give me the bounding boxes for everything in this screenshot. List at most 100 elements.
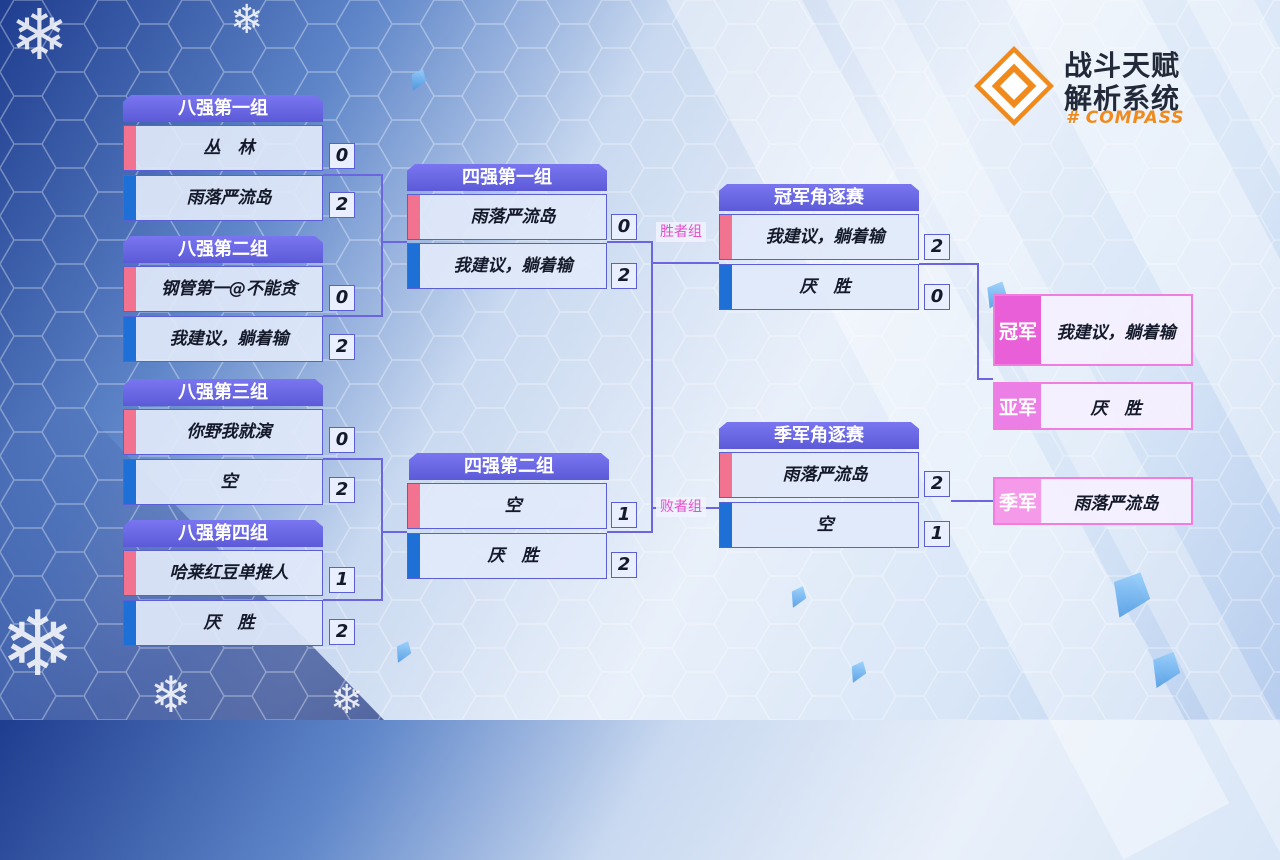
team-color-bar <box>124 410 136 454</box>
bracket-line <box>323 174 383 176</box>
team-color-bar <box>720 265 732 309</box>
final-team-1-score: 2 <box>924 234 950 260</box>
team-color-bar <box>720 215 732 259</box>
bracket-line <box>323 315 383 317</box>
qf1-team-1[interactable]: 丛 林 <box>123 125 323 171</box>
bracket-line <box>381 174 383 317</box>
team-name: 丛 林 <box>203 138 255 158</box>
snowflake-icon: ❄ <box>10 0 69 76</box>
logo-title-line2: 解析系统 <box>1064 82 1181 115</box>
team-color-bar <box>720 453 732 497</box>
logo-mark-icon <box>974 46 1054 126</box>
team-color-bar <box>720 503 732 547</box>
qf2-team-1-score: 0 <box>329 285 355 311</box>
team-color-bar <box>408 484 420 528</box>
qf4-team-2[interactable]: 厌 胜 <box>123 600 323 646</box>
third-header: 季军角逐赛 <box>719 422 919 449</box>
team-color-bar <box>124 601 136 645</box>
logo-title-line1: 战斗天赋 <box>1064 49 1181 82</box>
qf3-team-1[interactable]: 你野我就演 <box>123 409 323 455</box>
qf1-header: 八强第一组 <box>123 95 323 122</box>
team-color-bar <box>408 534 420 578</box>
team-name: 空 <box>816 515 834 535</box>
third-team-2-score: 1 <box>924 521 950 547</box>
qf2-team-2[interactable]: 我建议，躺着输 <box>123 316 323 362</box>
qf4-team-1-score: 1 <box>329 567 355 593</box>
sf1-header: 四强第一组 <box>407 164 607 191</box>
qf3-team-2-score: 2 <box>329 477 355 503</box>
team-name: 钢管第一@不能贪 <box>161 279 297 299</box>
bracket-line <box>381 458 383 601</box>
bracket-line <box>919 263 979 265</box>
team-name: 我建议，躺着输 <box>765 227 885 247</box>
team-color-bar <box>408 244 420 288</box>
champion-tag: 冠军 <box>995 296 1041 364</box>
third-place-name: 雨落严流岛 <box>1073 493 1159 514</box>
bracket-line <box>381 531 407 533</box>
team-color-bar <box>408 195 420 239</box>
losers-bracket-label: 败者组 <box>656 497 706 517</box>
third-team-1[interactable]: 雨落严流岛 <box>719 452 919 498</box>
team-name: 雨落严流岛 <box>470 207 556 227</box>
sf1-team-1-score: 0 <box>611 214 637 240</box>
final-team-1[interactable]: 我建议，躺着输 <box>719 214 919 260</box>
runner-up-card[interactable]: 亚军 厌 胜 <box>993 382 1193 430</box>
third-place-card[interactable]: 季军 雨落严流岛 <box>993 477 1193 525</box>
team-name: 我建议，躺着输 <box>169 329 289 349</box>
team-color-bar <box>124 267 136 311</box>
snowflake-icon: ❄ <box>0 592 76 697</box>
champion-name: 我建议，躺着输 <box>1056 322 1176 343</box>
bracket-line <box>607 241 653 243</box>
qf3-team-1-score: 0 <box>329 427 355 453</box>
bracket-line <box>381 241 407 243</box>
qf3-team-2[interactable]: 空 <box>123 459 323 505</box>
winners-bracket-label: 胜者组 <box>656 222 706 242</box>
qf4-header: 八强第四组 <box>123 520 323 547</box>
sf2-team-2[interactable]: 厌 胜 <box>407 533 607 579</box>
snowflake-icon: ❄ <box>150 666 192 724</box>
bracket-line <box>323 458 383 460</box>
final-team-2-score: 0 <box>924 284 950 310</box>
team-name: 雨落严流岛 <box>782 465 868 485</box>
bracket-line <box>651 241 653 533</box>
sf2-team-1-score: 1 <box>611 502 637 528</box>
runner-up-tag: 亚军 <box>995 384 1041 428</box>
third-place-tag: 季军 <box>995 479 1041 523</box>
team-name: 厌 胜 <box>203 613 255 633</box>
team-name: 我建议，躺着输 <box>453 256 573 276</box>
bracket-line <box>951 500 993 502</box>
team-name: 空 <box>504 496 522 516</box>
third-team-2[interactable]: 空 <box>719 502 919 548</box>
sf1-team-2-score: 2 <box>611 263 637 289</box>
team-name: 你野我就演 <box>186 422 272 442</box>
sf1-team-1[interactable]: 雨落严流岛 <box>407 194 607 240</box>
qf2-team-1[interactable]: 钢管第一@不能贪 <box>123 266 323 312</box>
sf1-team-2[interactable]: 我建议，躺着输 <box>407 243 607 289</box>
qf2-header: 八强第二组 <box>123 236 323 263</box>
final-header: 冠军角逐赛 <box>719 184 919 211</box>
qf1-team-2[interactable]: 雨落严流岛 <box>123 175 323 221</box>
snowflake-icon: ❄ <box>230 0 264 43</box>
qf4-team-1[interactable]: 哈莱红豆单推人 <box>123 550 323 596</box>
team-name: 厌 胜 <box>487 546 539 566</box>
qf1-team-1-score: 0 <box>329 143 355 169</box>
bracket-line <box>607 531 653 533</box>
team-name: 空 <box>220 472 238 492</box>
champion-card[interactable]: 冠军 我建议，躺着输 <box>993 294 1193 366</box>
bracket-line <box>977 263 979 380</box>
team-name: 雨落严流岛 <box>186 188 272 208</box>
third-team-1-score: 2 <box>924 471 950 497</box>
bracket-line <box>323 599 383 601</box>
team-name: 厌 胜 <box>799 277 851 297</box>
team-color-bar <box>124 176 136 220</box>
final-team-2[interactable]: 厌 胜 <box>719 264 919 310</box>
logo-subtitle: # COMPASS <box>1066 108 1185 128</box>
qf3-header: 八强第三组 <box>123 379 323 406</box>
qf2-team-2-score: 2 <box>329 334 355 360</box>
qf1-team-2-score: 2 <box>329 192 355 218</box>
logo: 战斗天赋 解析系统 # COMPASS <box>972 44 1202 136</box>
team-color-bar <box>124 317 136 361</box>
bracket-line <box>651 262 719 264</box>
team-name: 哈莱红豆单推人 <box>169 563 289 583</box>
sf2-team-1[interactable]: 空 <box>407 483 607 529</box>
